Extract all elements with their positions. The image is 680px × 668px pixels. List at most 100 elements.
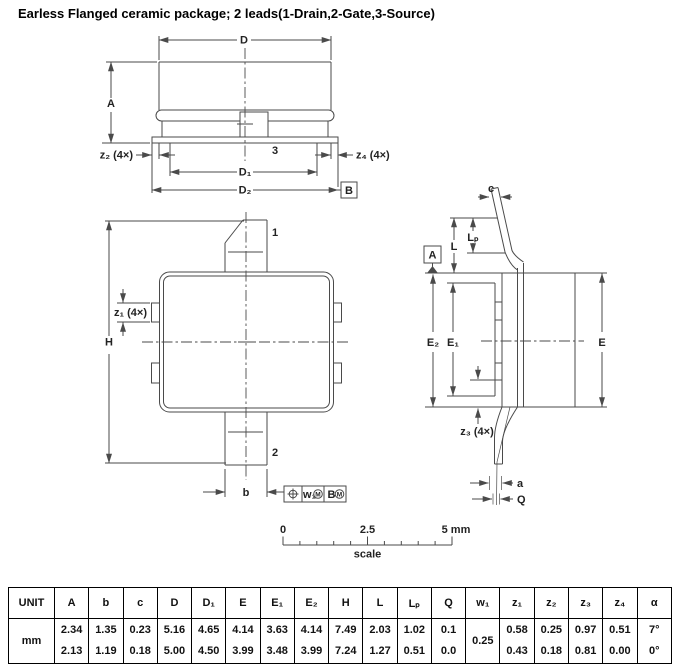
scale-caption: scale (354, 549, 382, 561)
label-z4: z₄ (4×) (356, 150, 390, 162)
label-H: H (105, 337, 113, 349)
col-header: w₁ (465, 587, 501, 619)
dim-min: 3.48 (266, 645, 288, 657)
col-header: D (156, 587, 193, 619)
front-view-outline (151, 48, 339, 161)
dim-max: 7.49 (335, 624, 357, 636)
col-header: A (53, 587, 90, 619)
label-D: D (240, 35, 248, 47)
dim-max: 4.14 (232, 624, 254, 636)
side-tab (333, 302, 342, 323)
dim-D2: D₂ B (151, 181, 358, 199)
col-header: Lₚ (396, 587, 432, 619)
dim-max: 0.97 (574, 624, 597, 636)
dim-Lp: Lₚ (467, 217, 505, 254)
label-c: c (488, 183, 494, 195)
dim-min: 1.19 (95, 645, 117, 657)
feature-control-frame: w₁ M B M (283, 485, 347, 503)
dim-max: 4.14 (300, 624, 323, 636)
dim-max: 0.58 (506, 624, 528, 636)
datum-a: A (423, 245, 442, 273)
dim-max: 1.02 (403, 624, 425, 636)
label-Q: Q (517, 494, 526, 506)
dimension-table: UNIT A b c D D₁ E E₁ E₂ H L Lₚ Q w₁ z₁ z… (8, 587, 673, 664)
dim-z4: z₄ (4×) (315, 150, 390, 162)
col-header: E₂ (293, 587, 330, 619)
label-A: A (107, 98, 115, 110)
label-fcf-m2: M (337, 492, 342, 499)
col-header: z₄ (602, 587, 638, 619)
side-view-outline (425, 187, 607, 506)
dim-max: 4.65 (197, 624, 220, 636)
scale-tick-0: 0 (280, 524, 286, 536)
dim-max: 0.1 (440, 624, 457, 636)
dim-cell: 1.35 1.19 (88, 618, 124, 664)
dim-max: 2.34 (60, 624, 83, 636)
dim-z3: z₃ (4×) (460, 366, 494, 438)
lead2 (224, 412, 268, 466)
side-tab (333, 362, 342, 384)
col-header: Q (430, 587, 467, 619)
plan-view-outline (142, 212, 351, 480)
dim-min: 1.27 (369, 645, 391, 657)
dim-A: A (102, 61, 157, 144)
dim-cell: 2.03 1.27 (362, 618, 398, 664)
unit-cell: mm (8, 618, 55, 664)
col-header: z₁ (499, 587, 535, 619)
label-z3: z₃ (4×) (460, 426, 494, 438)
label-datum-B: B (345, 185, 353, 197)
mmc-icon (334, 489, 345, 499)
dim-cell: 0.25 (465, 618, 501, 664)
col-header: H (328, 587, 364, 619)
label-z1: z₁ (4×) (114, 307, 147, 319)
side-tab (151, 302, 160, 323)
dim-D: D (158, 35, 332, 60)
scale-tick-mid: 2.5 (360, 524, 375, 536)
dim-min: 0.18 (129, 645, 151, 657)
dim-min: 0.00 (609, 645, 631, 657)
label-lead1: 1 (272, 227, 278, 239)
col-header: D₁ (191, 587, 227, 619)
col-header: E (225, 587, 261, 619)
lead1 (224, 219, 268, 272)
dim-b: b (203, 469, 284, 499)
side-view: c L Lₚ A E₂ (423, 183, 607, 506)
label-fcf-b: B (328, 489, 336, 501)
dim-max: 1.35 (95, 624, 117, 636)
col-header: α (636, 587, 673, 619)
dim-max: 2.03 (369, 624, 391, 636)
dim-D1: D₁ (169, 167, 318, 179)
dim-E1: E₁ (447, 282, 495, 397)
label-datum-A: A (429, 250, 437, 262)
lower-lead (494, 406, 518, 506)
dim-cell: 4.14 3.99 (293, 618, 330, 664)
dim-max: 5.16 (163, 624, 186, 636)
side-tab (151, 362, 160, 384)
col-header: z₂ (533, 587, 569, 619)
drawing-title: Earless Flanged ceramic package; 2 leads… (18, 6, 435, 21)
dim-cell: 7°0° (636, 618, 673, 664)
dim-max: 0.25 (540, 624, 563, 636)
dim-min: 3.99 (300, 645, 323, 657)
upper-lead (490, 187, 524, 271)
label-D2: D₂ (239, 185, 252, 197)
mmc-icon (313, 489, 323, 499)
dim-E2: E₂ (427, 274, 439, 407)
label-fcf-m1: M (315, 492, 320, 499)
label-Lp: Lₚ (467, 232, 479, 244)
table-header-row: UNIT A b c D D₁ E E₁ E₂ H L Lₚ Q w₁ z₁ z… (8, 587, 673, 619)
dim-H: H (105, 220, 244, 464)
col-header: E₁ (259, 587, 295, 619)
